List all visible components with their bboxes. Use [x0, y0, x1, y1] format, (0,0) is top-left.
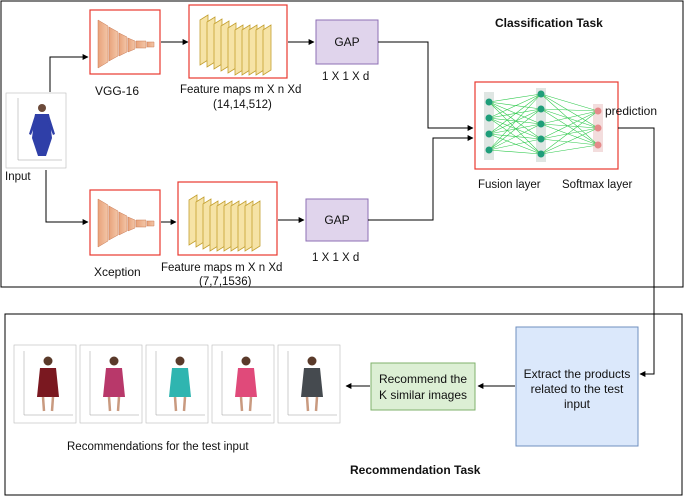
gap-top-label: GAP — [334, 35, 359, 49]
feature-maps-top — [188, 4, 288, 79]
gap-top — [315, 19, 379, 65]
recommend-line-2: K similar images — [379, 388, 467, 402]
vgg16-block — [89, 9, 161, 75]
feature-maps-bottom-label: Feature maps m X n Xd — [161, 262, 282, 274]
extract-line-1: Extract the products — [524, 367, 631, 381]
arrow-gap-bottom-to-fusion — [368, 135, 474, 221]
recommend-line-1: Recommend the — [379, 372, 467, 386]
prediction-label: prediction — [605, 104, 657, 118]
vgg16-label: VGG-16 — [95, 84, 139, 98]
recommendation-title: Recommendation Task — [350, 463, 481, 477]
recommended-image — [13, 344, 77, 424]
recommended-image — [277, 344, 341, 424]
gap-bottom-label: GAP — [324, 213, 349, 227]
recommended-image — [145, 344, 209, 424]
recommend-k-box — [370, 362, 476, 411]
softmax-layer-label: Softmax layer — [562, 179, 632, 191]
feature-maps-bottom — [177, 181, 278, 256]
gap-bottom-dims: 1 X 1 X d — [312, 252, 359, 264]
arrow-input-to-vgg — [49, 54, 89, 92]
recommendation-panel — [4, 313, 683, 496]
input-image — [5, 92, 67, 169]
arrow-gap-top-to-fusion — [378, 41, 474, 131]
xception-block — [89, 189, 161, 256]
arrow-input-to-xception — [45, 170, 89, 225]
feature-maps-bottom-dims: (7,7,1536) — [199, 276, 252, 288]
classification-title: Classification Task — [495, 16, 603, 30]
recommended-image — [79, 344, 143, 424]
arrow-prediction-to-extract — [618, 127, 655, 377]
feature-maps-top-label: Feature maps m X n Xd — [180, 84, 301, 96]
xception-label: Xception — [94, 265, 141, 279]
feature-maps-top-dims: (14,14,512) — [213, 99, 272, 111]
extract-line-3: input — [564, 397, 591, 411]
recommended-images — [13, 344, 341, 424]
recommended-image — [211, 344, 275, 424]
extract-line-2: related to the test — [531, 382, 624, 396]
fusion-layer-label: Fusion layer — [478, 179, 541, 191]
gap-top-dims: 1 X 1 X d — [322, 71, 369, 83]
classification-panel — [0, 0, 684, 288]
recommendations-label: Recommendations for the test input — [67, 441, 249, 453]
extract-products-box — [515, 326, 639, 447]
gap-bottom — [305, 198, 369, 242]
fusion-network — [474, 81, 619, 170]
input-label: Input — [5, 171, 31, 183]
